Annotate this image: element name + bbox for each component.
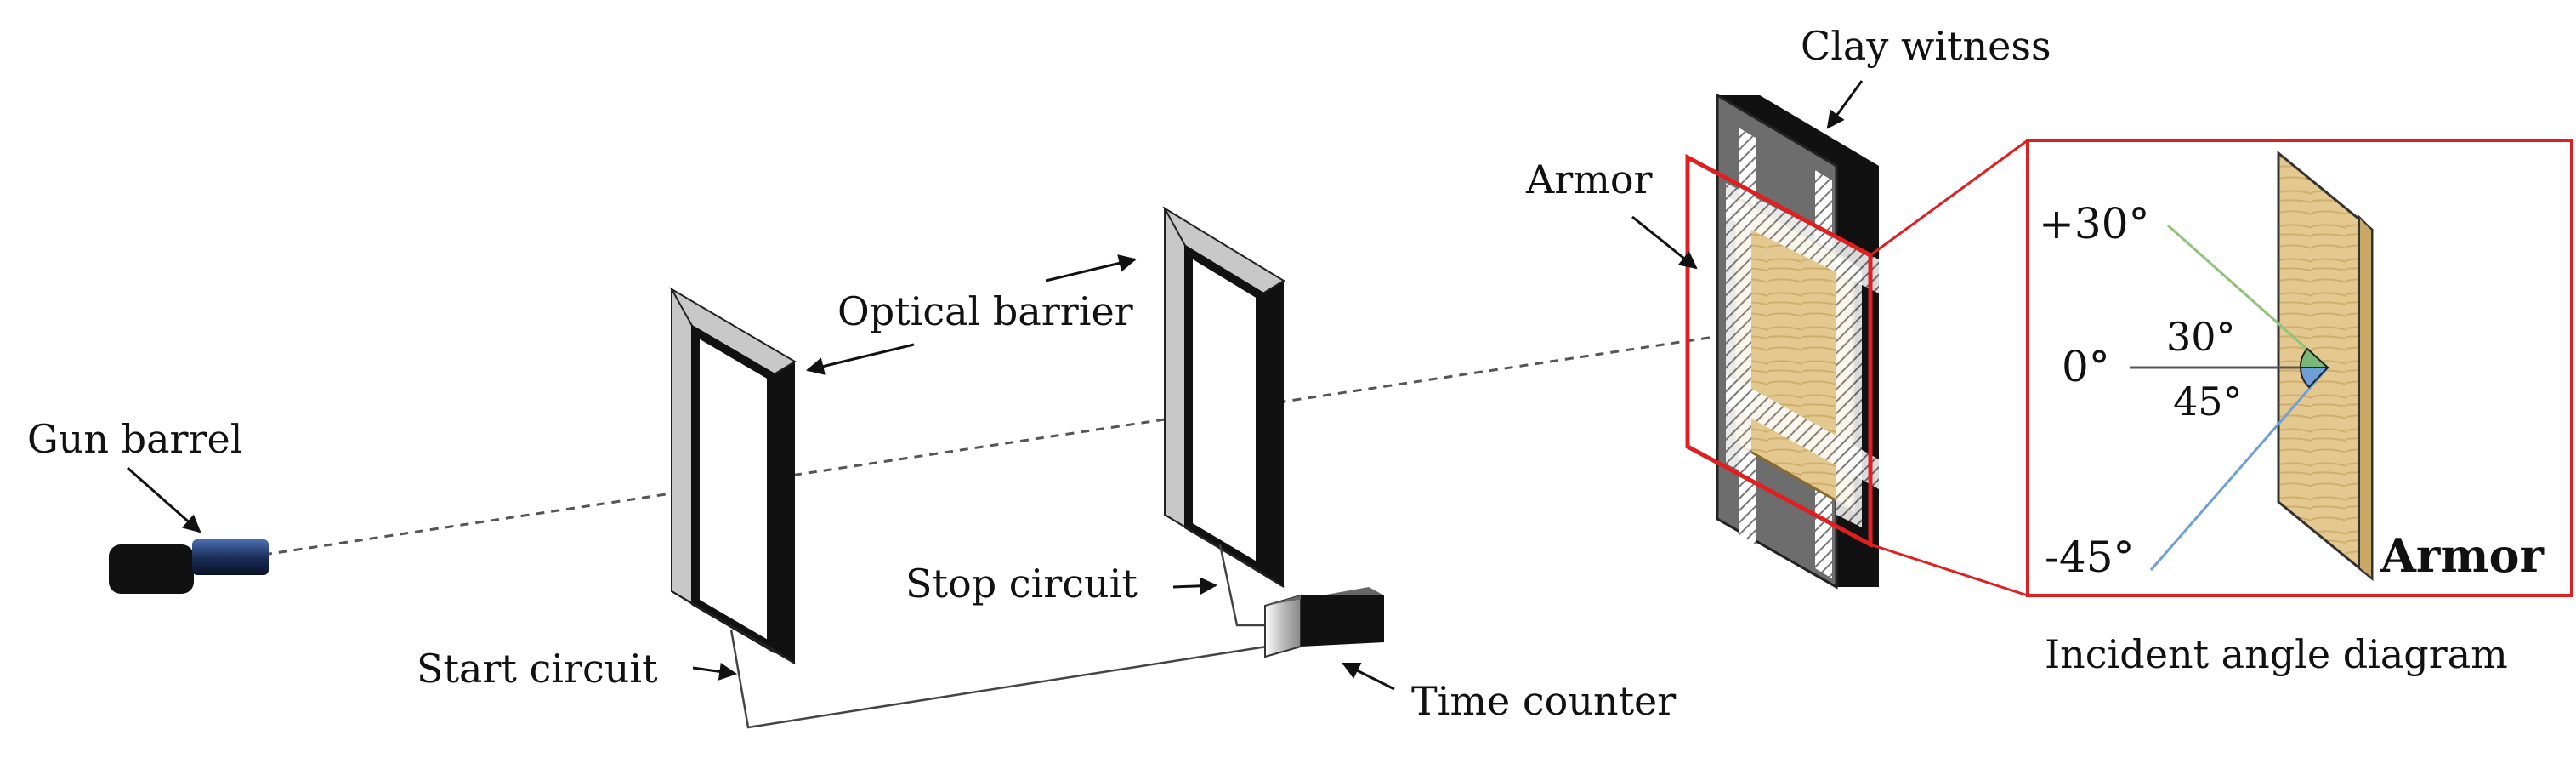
stop-circuit-wire: [1218, 544, 1267, 627]
arrow-time-counter: [1342, 662, 1395, 691]
arrow-optical-barrier-1: [805, 343, 915, 375]
label-inset-armor: Armor: [2380, 528, 2545, 583]
trajectory-line: [263, 326, 1778, 556]
label-time-counter: Time counter: [1411, 678, 1676, 724]
label-angle-0: 0°: [2062, 342, 2110, 391]
label-gun-barrel: Gun barrel: [27, 416, 242, 462]
label-angle-plus30: +30°: [2039, 199, 2150, 248]
arrow-stop-circuit: [1172, 577, 1218, 595]
ray-minus45: [2149, 367, 2329, 571]
optical-barrier-stop: [1162, 206, 1285, 588]
arrow-armor: [1631, 215, 1698, 270]
label-clay-witness: Clay witness: [1801, 23, 2051, 69]
time-counter-box: [1264, 587, 1384, 658]
label-start-circuit: Start circuit: [417, 646, 658, 692]
gun-barrel: [109, 539, 269, 594]
arrow-optical-barrier-2: [1045, 254, 1138, 282]
label-angle-45: 45°: [2173, 379, 2243, 425]
inset-connector-bottom: [1870, 543, 2028, 597]
angle-wedge-45: [2299, 367, 2330, 389]
arrow-gun-barrel: [127, 466, 201, 533]
inset-connector-top: [1870, 139, 2028, 257]
start-circuit-wire: [729, 629, 1268, 729]
label-stop-circuit: Stop circuit: [905, 561, 1138, 607]
label-armor: Armor: [1525, 157, 1653, 202]
label-angle-30: 30°: [2166, 314, 2236, 360]
optical-barrier-start: [669, 287, 797, 664]
inset-caption: Incident angle diagram: [2045, 631, 2508, 677]
arrow-start-circuit: [692, 662, 738, 681]
incident-angle-inset: [2026, 139, 2573, 597]
arrow-clay-witness: [1826, 80, 1864, 129]
ray-plus30: [2167, 224, 2329, 369]
armor-panel: [1726, 183, 1879, 527]
label-angle-minus45: -45°: [2045, 533, 2135, 582]
label-optical-barrier: Optical barrier: [837, 288, 1133, 334]
